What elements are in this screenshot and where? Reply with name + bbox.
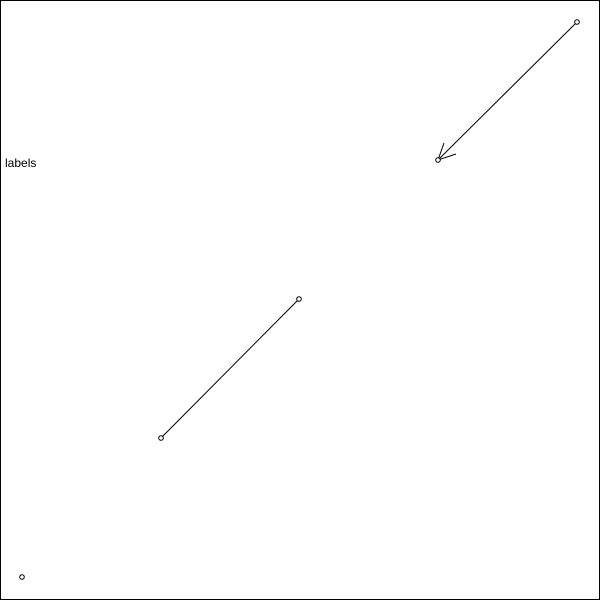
point-a [574, 19, 580, 25]
diagram-label: labels [5, 156, 36, 170]
point-d [158, 435, 164, 441]
point-c [296, 296, 302, 302]
plain-connector [160, 298, 300, 439]
point-e [19, 574, 25, 580]
point-b [435, 157, 441, 163]
arrow-connector [437, 21, 578, 161]
